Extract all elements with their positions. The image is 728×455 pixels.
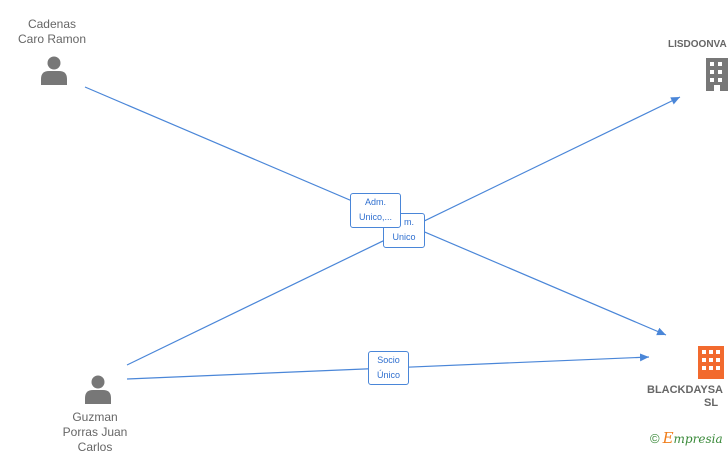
node-label-line: SL bbox=[704, 397, 719, 409]
edge-label-line: Unico,... bbox=[358, 212, 392, 222]
node-label-blackdays[interactable]: BLACKDAYSA SL bbox=[647, 384, 728, 410]
building-icon[interactable] bbox=[706, 58, 728, 91]
node-label-line: Guzman bbox=[72, 410, 118, 424]
edge-label-socio-unico[interactable]: Socio Único bbox=[368, 351, 409, 385]
edge-label-line: m. bbox=[404, 217, 414, 227]
edge-label-adm-unico-2[interactable]: m. Unico bbox=[383, 213, 425, 248]
edge-label-adm-unico-1[interactable]: Adm. Unico,... bbox=[350, 193, 401, 228]
building-icon[interactable] bbox=[698, 346, 724, 379]
node-label-line: Carlos bbox=[77, 440, 113, 454]
node-label-line: LISDOONVA bbox=[668, 39, 727, 50]
node-label-line: BLACKDAYSA bbox=[647, 384, 723, 396]
brand-watermark: ©Empresia bbox=[650, 429, 723, 449]
brand-initial: E bbox=[662, 429, 674, 447]
edge-label-line: Socio bbox=[377, 355, 400, 365]
node-label-lisdoonvarna[interactable]: LISDOONVA bbox=[668, 38, 728, 51]
copyright-symbol: © bbox=[650, 431, 660, 446]
node-label-line: Cadenas bbox=[27, 17, 77, 31]
node-label-line: Caro Ramon bbox=[17, 32, 87, 46]
person-icon[interactable] bbox=[85, 375, 111, 405]
edge-label-line: Adm. bbox=[364, 197, 386, 207]
node-label-guzman[interactable]: Guzman Porras Juan Carlos bbox=[55, 410, 135, 455]
edge-label-line: Único bbox=[376, 370, 400, 380]
edge-label-line: Unico bbox=[392, 232, 416, 242]
brand-name: mpresia bbox=[673, 432, 723, 446]
node-label-line: Porras Juan bbox=[62, 425, 128, 439]
node-label-cadenas[interactable]: Cadenas Caro Ramon bbox=[12, 17, 92, 47]
person-icon[interactable] bbox=[41, 56, 67, 86]
